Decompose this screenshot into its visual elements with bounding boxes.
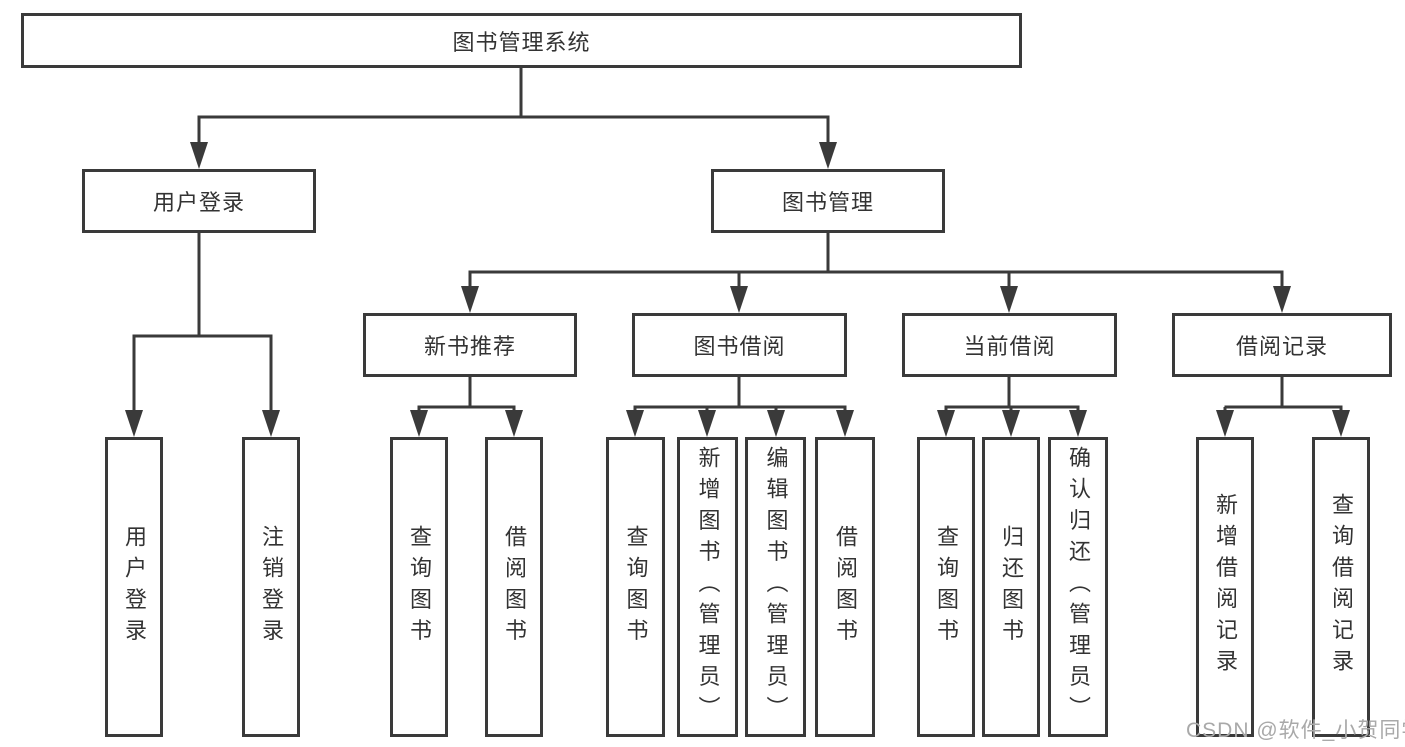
node-book-borrow: 图书借阅 bbox=[632, 313, 847, 377]
leaf-add-book-admin: 新增图书（管理员） bbox=[677, 437, 738, 737]
node-book-management-label: 图书管理 bbox=[781, 190, 874, 215]
leaf-borrow-book: 借阅图书 bbox=[815, 437, 875, 737]
node-borrow-record-label: 借阅记录 bbox=[1235, 334, 1328, 359]
leaf-borrow-book-recommend-label: 借阅图书 bbox=[502, 524, 527, 650]
leaf-borrow-book-label: 借阅图书 bbox=[833, 524, 858, 650]
leaf-confirm-return-admin-label: 确认归还（管理员） bbox=[1066, 446, 1091, 728]
node-book-borrow-label: 图书借阅 bbox=[693, 334, 786, 359]
leaf-query-book-current-label: 查询图书 bbox=[934, 524, 959, 650]
leaf-query-book-recommend-label: 查询图书 bbox=[407, 524, 432, 650]
leaf-add-book-admin-label: 新增图书（管理员） bbox=[695, 446, 721, 728]
leaf-logout-label: 注销登录 bbox=[259, 524, 284, 650]
leaf-edit-book-admin-label: 编辑图书（管理员） bbox=[763, 446, 789, 728]
leaf-add-borrow-record: 新增借阅记录 bbox=[1196, 437, 1254, 737]
leaf-user-login: 用户登录 bbox=[105, 437, 163, 737]
csdn-watermark: CSDN @软件_小贺同学 bbox=[1186, 719, 1405, 742]
leaf-logout: 注销登录 bbox=[242, 437, 300, 737]
node-new-book-recommend-label: 新书推荐 bbox=[423, 334, 516, 359]
leaf-query-book-borrow: 查询图书 bbox=[606, 437, 665, 737]
node-user-login: 用户登录 bbox=[82, 169, 316, 233]
leaf-query-book-current: 查询图书 bbox=[917, 437, 975, 737]
node-current-borrow: 当前借阅 bbox=[902, 313, 1117, 377]
leaf-edit-book-admin: 编辑图书（管理员） bbox=[745, 437, 806, 737]
leaf-query-book-borrow-label: 查询图书 bbox=[623, 524, 649, 650]
node-root: 图书管理系统 bbox=[21, 13, 1022, 68]
node-book-management: 图书管理 bbox=[711, 169, 945, 233]
leaf-return-book: 归还图书 bbox=[982, 437, 1040, 737]
node-new-book-recommend: 新书推荐 bbox=[363, 313, 577, 377]
node-user-login-label: 用户登录 bbox=[152, 190, 245, 215]
node-current-borrow-label: 当前借阅 bbox=[963, 334, 1056, 359]
leaf-add-borrow-record-label: 新增借阅记录 bbox=[1213, 493, 1238, 681]
node-root-label: 图书管理系统 bbox=[452, 29, 591, 55]
leaf-query-borrow-record-label: 查询借阅记录 bbox=[1329, 493, 1354, 681]
leaf-query-borrow-record: 查询借阅记录 bbox=[1312, 437, 1370, 737]
leaf-borrow-book-recommend: 借阅图书 bbox=[485, 437, 543, 737]
leaf-return-book-label: 归还图书 bbox=[999, 524, 1024, 650]
leaf-user-login-label: 用户登录 bbox=[122, 524, 147, 650]
node-borrow-record: 借阅记录 bbox=[1172, 313, 1392, 377]
leaf-confirm-return-admin: 确认归还（管理员） bbox=[1048, 437, 1108, 737]
leaf-query-book-recommend: 查询图书 bbox=[390, 437, 448, 737]
